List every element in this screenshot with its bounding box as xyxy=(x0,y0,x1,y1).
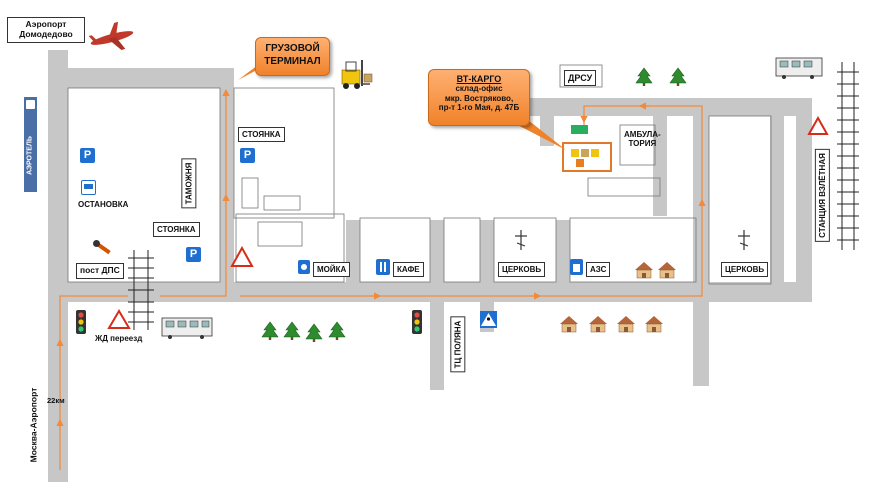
police-icon xyxy=(92,238,114,256)
post-dps-label: пост ДПС xyxy=(76,263,124,279)
km-label: 22км xyxy=(47,396,65,405)
stoyanka-top-label: СТОЯНКА xyxy=(238,127,285,143)
bt-cargo-callout: ВТ-КАРГО склад-офис мкр. Востряково, пр-… xyxy=(428,69,530,126)
plane-icon xyxy=(88,21,134,50)
parking-icon: P xyxy=(80,148,95,163)
roads xyxy=(48,50,812,482)
bus-icon xyxy=(81,180,96,195)
ostanovka-label: ОСТАНОВКА xyxy=(78,200,129,209)
pedestrian-crossing-icon xyxy=(480,311,497,328)
fuel-icon xyxy=(570,259,583,275)
cargo-terminal-label: ГРУЗОВОЙ ТЕРМИНАЛ xyxy=(264,43,321,67)
route-line xyxy=(56,88,706,470)
church-cross-icon xyxy=(515,230,750,250)
tc-polyana-label: ТЦ ПОЛЯНА xyxy=(450,316,466,373)
bt-cargo-address: склад-офис мкр. Востряково, пр-т 1-го Ма… xyxy=(438,84,520,113)
bt-cargo-title: ВТ-КАРГО xyxy=(456,74,502,84)
carwash-icon xyxy=(298,260,310,274)
kafe-label: КАФЕ xyxy=(393,262,424,278)
aerotel-label: АЭРОТЕЛЬ xyxy=(26,136,34,175)
train-icon xyxy=(775,57,823,79)
train-icon xyxy=(161,317,213,339)
traffic-light-icon xyxy=(412,310,422,334)
hotel-icon xyxy=(26,100,35,109)
bt-cargo-building xyxy=(562,142,612,172)
azs-label: АЗС xyxy=(586,262,611,278)
parking-icon: P xyxy=(240,148,255,163)
tamozhnya-label: ТАМОЖНЯ xyxy=(181,158,197,209)
zhd-pereezd-label: ЖД переезд xyxy=(95,334,143,343)
ambulatoria-label: АМБУЛА- ТОРИЯ xyxy=(624,130,661,149)
warning-sign-icon xyxy=(107,115,829,329)
moyka-label: МОЙКА xyxy=(313,262,351,278)
railway-right xyxy=(837,62,859,250)
station-label: СТАНЦИЯ ВЗЛЁТНАЯ xyxy=(814,149,830,242)
parking-icon: P xyxy=(186,247,201,262)
stoyanka-left-label: СТОЯНКА xyxy=(153,222,200,238)
forklift-icon xyxy=(341,60,373,89)
bt-cargo-pointer xyxy=(508,120,566,150)
drsu-label: ДРСУ xyxy=(564,70,597,87)
airport-label: Аэропорт Домодедово xyxy=(7,17,85,43)
gate-marker xyxy=(571,125,588,134)
cargo-terminal-callout: ГРУЗОВОЙ ТЕРМИНАЛ xyxy=(255,37,330,76)
cerkov-label-2: ЦЕРКОВЬ xyxy=(721,262,769,278)
railway-left xyxy=(128,250,154,330)
moskva-airport-label: Москва-Аэропорт xyxy=(28,387,39,463)
traffic-light-icon xyxy=(76,310,86,334)
cerkov-label-1: ЦЕРКОВЬ xyxy=(498,262,546,278)
building-blocks xyxy=(67,64,772,285)
aerotel-sign: АЭРОТЕЛЬ xyxy=(24,97,37,192)
cafe-icon xyxy=(376,259,390,275)
